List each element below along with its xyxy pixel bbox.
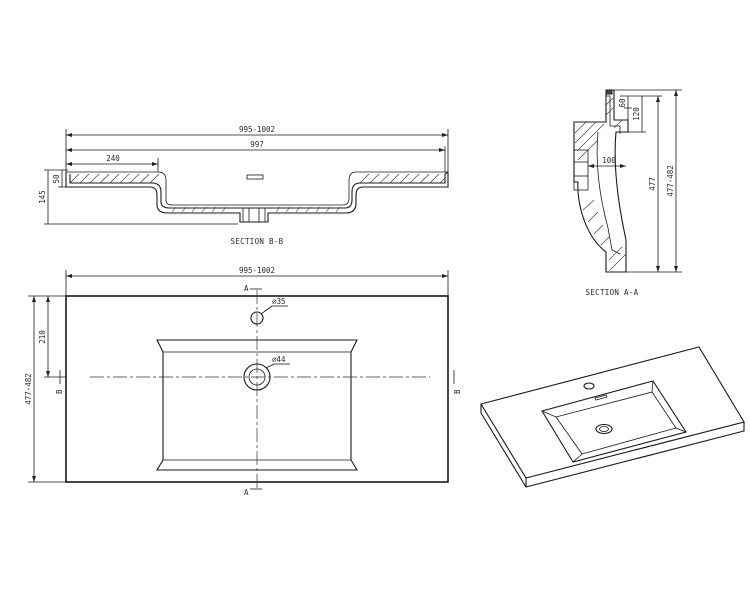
section-marker-a-top: A bbox=[244, 284, 249, 293]
aa-dim-100: 100 bbox=[602, 156, 616, 165]
section-marker-b-left: B bbox=[55, 389, 64, 394]
aa-dim-range: 477-482 bbox=[666, 165, 675, 197]
plan-back-to-tap: 210 bbox=[38, 330, 47, 344]
section-marker-b-right: B bbox=[453, 389, 462, 394]
bb-height-total: 145 bbox=[38, 190, 47, 204]
bb-height-rim: 50 bbox=[52, 174, 61, 184]
section-b-b-view: 995-1002 997 240 145 50 bbox=[38, 125, 449, 246]
aa-dim-120: 120 bbox=[632, 107, 641, 121]
isometric-view bbox=[480, 346, 745, 488]
section-marker-a-bottom: A bbox=[244, 488, 249, 497]
bb-deck-width: 240 bbox=[106, 154, 120, 163]
section-a-a-view: 477-482 477 120 60 100 SECTION A-A bbox=[573, 89, 682, 297]
aa-dim-477: 477 bbox=[648, 177, 657, 191]
aa-dim-60: 60 bbox=[618, 98, 627, 108]
plan-view: 995-1002 477-482 210 A A B B bbox=[24, 266, 462, 497]
drain-hole-label: ⌀44 bbox=[272, 355, 286, 364]
bb-inner-width: 997 bbox=[250, 140, 264, 149]
plan-overall-width: 995-1002 bbox=[239, 266, 275, 275]
section-a-a-label: SECTION A-A bbox=[586, 288, 639, 297]
tap-hole-label: ⌀35 bbox=[272, 297, 286, 306]
plan-depth: 477-482 bbox=[24, 373, 33, 405]
section-b-b-label: SECTION B-B bbox=[231, 237, 284, 246]
bb-overall-width: 995-1002 bbox=[239, 125, 275, 134]
